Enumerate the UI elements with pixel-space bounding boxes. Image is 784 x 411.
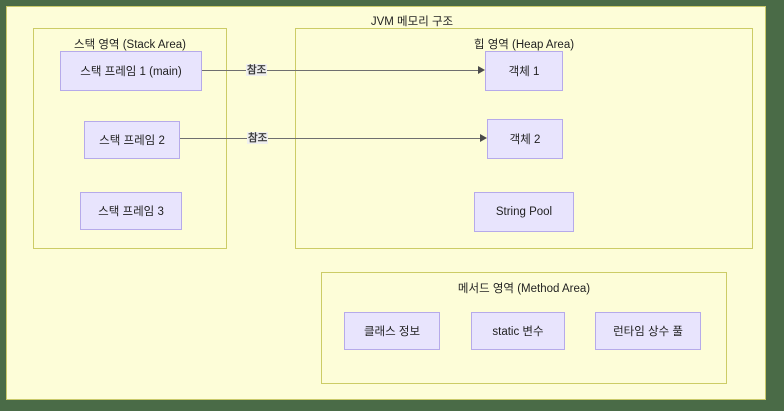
diagram-title: JVM 메모리 구조 bbox=[370, 16, 454, 28]
edge-reference-2-arrowhead-icon bbox=[480, 134, 487, 142]
node-runtime-constant-pool[interactable]: 런타임 상수 풀 bbox=[595, 312, 701, 350]
edge-reference-1-arrowhead-icon bbox=[478, 66, 485, 74]
node-class-info[interactable]: 클래스 정보 bbox=[344, 312, 440, 350]
node-static-variable[interactable]: static 변수 bbox=[471, 312, 565, 350]
node-object-1[interactable]: 객체 1 bbox=[485, 51, 563, 91]
node-stack-frame-2[interactable]: 스택 프레임 2 bbox=[84, 121, 180, 159]
edge-reference-2-label: 참조 bbox=[247, 132, 269, 144]
node-stack-frame-3[interactable]: 스택 프레임 3 bbox=[80, 192, 182, 230]
node-stack-frame-1[interactable]: 스택 프레임 1 (main) bbox=[60, 51, 202, 91]
region-method-area-title: 메서드 영역 (Method Area) bbox=[457, 283, 591, 295]
edge-reference-1-label: 참조 bbox=[246, 64, 268, 76]
diagram-canvas: JVM 메모리 구조 스택 영역 (Stack Area) 스택 프레임 1 (… bbox=[6, 6, 766, 400]
node-object-2[interactable]: 객체 2 bbox=[487, 119, 563, 159]
node-string-pool[interactable]: String Pool bbox=[474, 192, 574, 232]
edge-reference-1-line bbox=[202, 70, 479, 71]
region-heap-area-title: 힙 영역 (Heap Area) bbox=[473, 39, 575, 51]
edge-reference-2-line bbox=[180, 138, 481, 139]
region-stack-area-title: 스택 영역 (Stack Area) bbox=[74, 39, 186, 51]
